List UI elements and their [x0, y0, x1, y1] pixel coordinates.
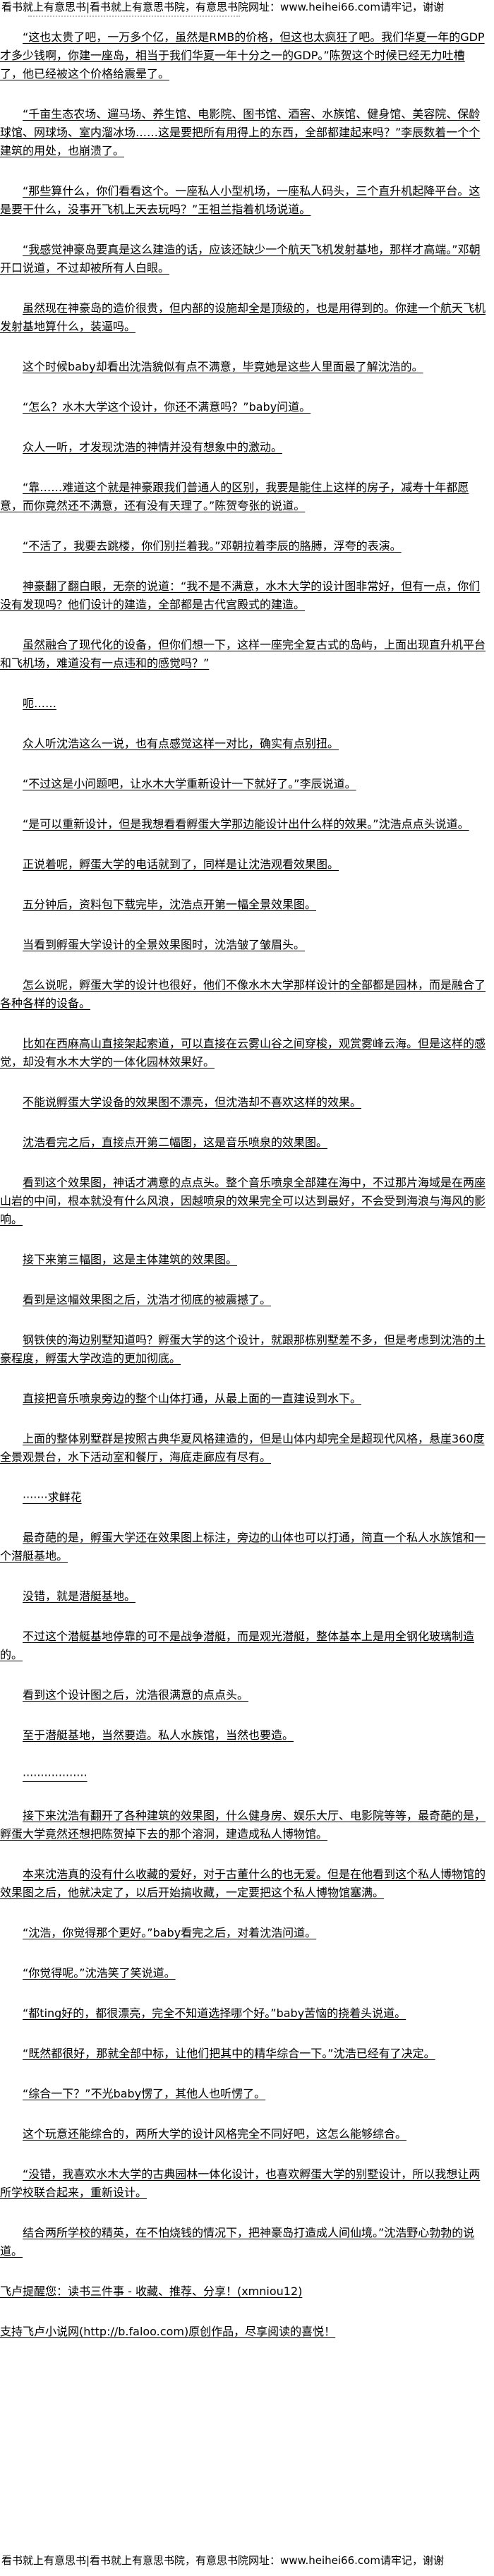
paragraph: 没错，就是潜艇基地。 [23, 1589, 136, 1603]
chapter-body: “这也太贵了吧，一万多个亿，虽然是RMB的价格，但这也太疯狂了吧。我们华夏一年的… [0, 28, 486, 2363]
paragraph: ·······求鲜花 [23, 1491, 82, 1504]
paragraph: 比如在西麻高山直接架起索道，可以直接在云雾山谷之间穿梭，观赏雾峰云海。但是这样的… [0, 1037, 486, 1069]
support-notice: 支持飞卢小说网(http://b.faloo.com)原创作品，尽享阅读的喜悦！ [0, 2325, 336, 2338]
paragraph: 看到是这幅效果图之后，沈浩才彻底的被震撼了。 [23, 1293, 272, 1306]
paragraph: 虽然融合了现代化的设备，但你们想一下，这样一座完全复古式的岛屿，上面出现直升机平… [0, 638, 486, 670]
paragraph: ·················· [23, 1769, 88, 1782]
paragraph: “既然都很好，那就全部中标，让他们把其中的精华综合一下。”沈浩已经有了决定。 [23, 2047, 435, 2060]
paragraph: 神豪翻了翻白眼，无奈的说道：“我不是不满意，水木大学的设计图非常好，但有一点，你… [0, 579, 481, 611]
paragraph: 正说着呢，孵蛋大学的电话就到了，同样是让沈浩观看效果图。 [23, 857, 339, 871]
paragraph: “我感觉神豪岛要真是这么建造的话，应该还缺少一个航天飞机发射基地，那样才高端。”… [0, 243, 481, 275]
paragraph: “这也太贵了吧，一万多个亿，虽然是RMB的价格，但这也太疯狂了吧。我们华夏一年的… [0, 30, 485, 80]
paragraph: 本来沈浩真的没有什么收藏的爱好，对于古董什么的也无爱。但是在他看到这个私人博物馆… [0, 1867, 486, 1899]
paragraph: 五分钟后，资料包下载完毕，沈浩点开第一幅全景效果图。 [23, 898, 317, 911]
paragraph: “那些算什么，你们看看这个。一座私人小型机场，一座私人码头，三个直升机起降平台。… [0, 184, 481, 216]
paragraph: 这个玩意还能综合的，两所大学的设计风格完全不同好吧，这怎么能够综合。 [23, 2127, 407, 2141]
paragraph: 直接把音乐喷泉旁边的整个山体打通，从最上面的一直建设到水下。 [23, 1392, 362, 1405]
paragraph: “千亩生态农场、遛马场、养生馆、电影院、图书馆、酒窖、水族馆、健身馆、美容院、保… [0, 107, 481, 157]
reading-reminder: 飞卢提醒您：读书三件事 - 收藏、推荐、分享！(xmniou12) [0, 2285, 303, 2298]
paragraph: 众人听沈浩这么一说，也有点感觉这样一对比，确实有点别扭。 [23, 737, 339, 750]
paragraph: “不活了，我要去跳楼，你们别拦着我。”邓朝拉着李辰的胳膊，浮夸的表演。 [23, 539, 402, 553]
site-banner-bottom: 看书就上有意思书|看书就上有意思书院，有意思书院网址：www.heihei66.… [1, 2554, 444, 2567]
paragraph: “靠……难道这个就是神豪跟我们普通人的区别，我要是能住上这样的房子，减寿十年都愿… [0, 481, 469, 512]
paragraph: 钢铁侠的海边别墅知道吗？孵蛋大学的这个设计，就跟那栋别墅差不多，但是考虑到沈浩的… [0, 1333, 486, 1365]
paragraph: 众人一听，才发现沈浩的神情并没有想象中的激动。 [23, 440, 283, 454]
paragraph: 至于潜艇基地，当然要造。私人水族馆，当然也要造。 [23, 1728, 294, 1742]
paragraph: “是可以重新设计，但是我想看看孵蛋大学那边能设计出什么样的效果。”沈浩点点头说道… [23, 817, 469, 831]
paragraph: “没错，我喜欢水木大学的古典园林一体化设计，也喜欢孵蛋大学的别墅设计，所以我想让… [0, 2167, 481, 2199]
site-banner-top: 看书就上有意思书|看书就上有意思书院，有意思书院网址：www.heihei66.… [1, 1, 444, 13]
paragraph: 不能说孵蛋大学设备的效果图不漂亮，但沈浩却不喜欢这样的效果。 [23, 1095, 362, 1109]
paragraph: “综合一下？”不光baby愣了，其他人也听愣了。 [23, 2087, 266, 2100]
paragraph: 结合两所学校的精英，在不怕烧钱的情况下，把神豪岛打造成人间仙境。”沈浩野心勃勃的… [0, 2226, 475, 2258]
paragraph: 看到这个效果图，神话才满意的点点头。整个音乐喷泉全部建在海中，不过那片海域是在两… [0, 1176, 486, 1226]
paragraph: 最奇葩的是，孵蛋大学还在效果图上标注，旁边的山体也可以打通，简直一个私人水族馆和… [0, 1531, 486, 1563]
paragraph: 这个时候baby却看出沈浩貌似有点不满意，毕竟她是这些人里面最了解沈浩的。 [23, 360, 423, 373]
paragraph: 上面的整体别墅群是按照古典华夏风格建造的，但是山体内却完全是超现代风格，悬崖36… [0, 1432, 485, 1464]
paragraph: 沈浩看完之后，直接点开第二幅图，这是音乐喷泉的效果图。 [23, 1136, 328, 1149]
paragraph: 虽然现在神豪岛的造价很贵，但内部的设施却全是顶级的，也是用得到的。你建一个航天飞… [0, 301, 486, 333]
paragraph: “不过这是小问题吧，让水木大学重新设计一下就好了。”李辰说道。 [23, 777, 356, 790]
paragraph: “你觉得呢。”沈浩笑了笑说道。 [23, 1966, 176, 1980]
paragraph: 呃…… [23, 697, 57, 710]
paragraph: “怎么？水木大学这个设计，你还不满意吗？”baby问道。 [23, 400, 311, 414]
paragraph: “都ting好的，都很漂亮，完全不知道选择哪个好。”baby苦恼的挠着头说道。 [23, 2006, 406, 2020]
paragraph: 接下来第三幅图，这是主体建筑的效果图。 [23, 1253, 238, 1266]
paragraph: 怎么说呢，孵蛋大学的设计也很好，他们不像水木大学那样设计的全部都是园林，而是融合… [0, 978, 486, 1010]
paragraph: 接下来沈浩有翻开了各种建筑的效果图，什么健身房、娱乐大厅、电影院等等，最奇葩的是… [0, 1809, 486, 1841]
paragraph: 不过这个潜艇基地停靠的可不是战争潜艇，而是观光潜艇，整体基本上是用全钢化玻璃制造… [0, 1630, 475, 1661]
paragraph: “沈浩，你觉得那个更好。”baby看完之后，对着沈浩问道。 [23, 1926, 317, 1939]
paragraph: 看到这个设计图之后，沈浩很满意的点点头。 [23, 1688, 249, 1702]
faded-line [28, 16, 240, 23]
paragraph: 当看到孵蛋大学设计的全景效果图时，沈浩皱了皱眉头。 [23, 938, 306, 951]
